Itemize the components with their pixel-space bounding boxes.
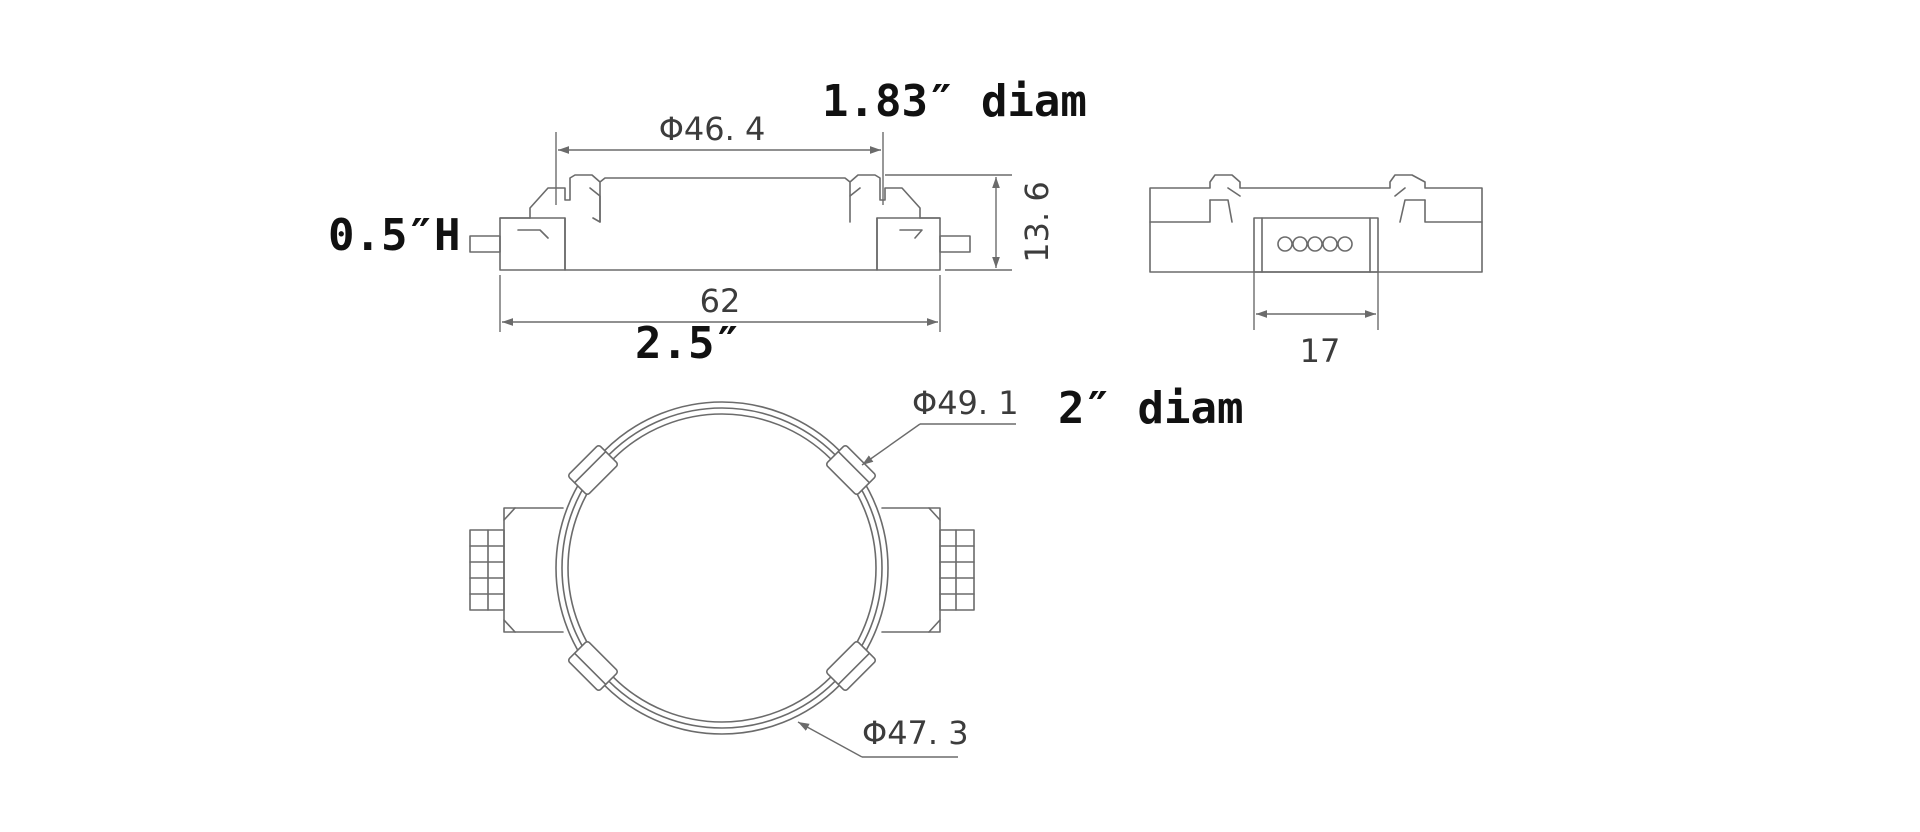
plan-view-outer-ring (555, 401, 889, 735)
end-view-width-dimension: 17 (1300, 332, 1341, 370)
plan-view-left-pins (469, 529, 505, 611)
side-view-left-block (499, 217, 566, 271)
plan-view-right-pins (939, 529, 975, 611)
annotation-length: 2.5″ (635, 318, 741, 369)
end-view-connector (1253, 217, 1379, 273)
side-view-left-pin (469, 235, 501, 253)
end-view: 17 (1149, 174, 1483, 370)
plan-view-outer-dimension: Φ49. 1 (912, 384, 1019, 422)
annotation-top-diameter: 1.83″ diam (822, 76, 1087, 127)
connector-pin-holes (1277, 236, 1353, 252)
side-view-body (564, 217, 878, 271)
plan-view-left-housing (503, 507, 564, 633)
plan-view-right-housing (881, 507, 941, 633)
plan-view-clips (567, 444, 877, 692)
plan-view-middle-ring (561, 407, 883, 729)
side-view: Φ46. 4 62 13. 6 (469, 110, 1056, 332)
plan-view: Φ49. 1 Φ47. 3 (469, 384, 1019, 758)
annotation-outer-diameter: 2″ diam (1058, 383, 1243, 434)
side-view-length-dimension: 62 (700, 282, 741, 320)
side-view-height-dimension: 13. 6 (1018, 181, 1056, 262)
side-view-top-profile (529, 174, 921, 223)
side-view-right-block (876, 217, 941, 271)
end-view-outline (1149, 174, 1483, 273)
plan-view-inner-ring (567, 413, 877, 723)
plan-view-inner-dimension: Φ47. 3 (862, 714, 969, 752)
annotation-height: 0.5″H (328, 210, 460, 261)
side-view-right-pin (939, 235, 971, 253)
side-view-top-dimension: Φ46. 4 (659, 110, 766, 148)
